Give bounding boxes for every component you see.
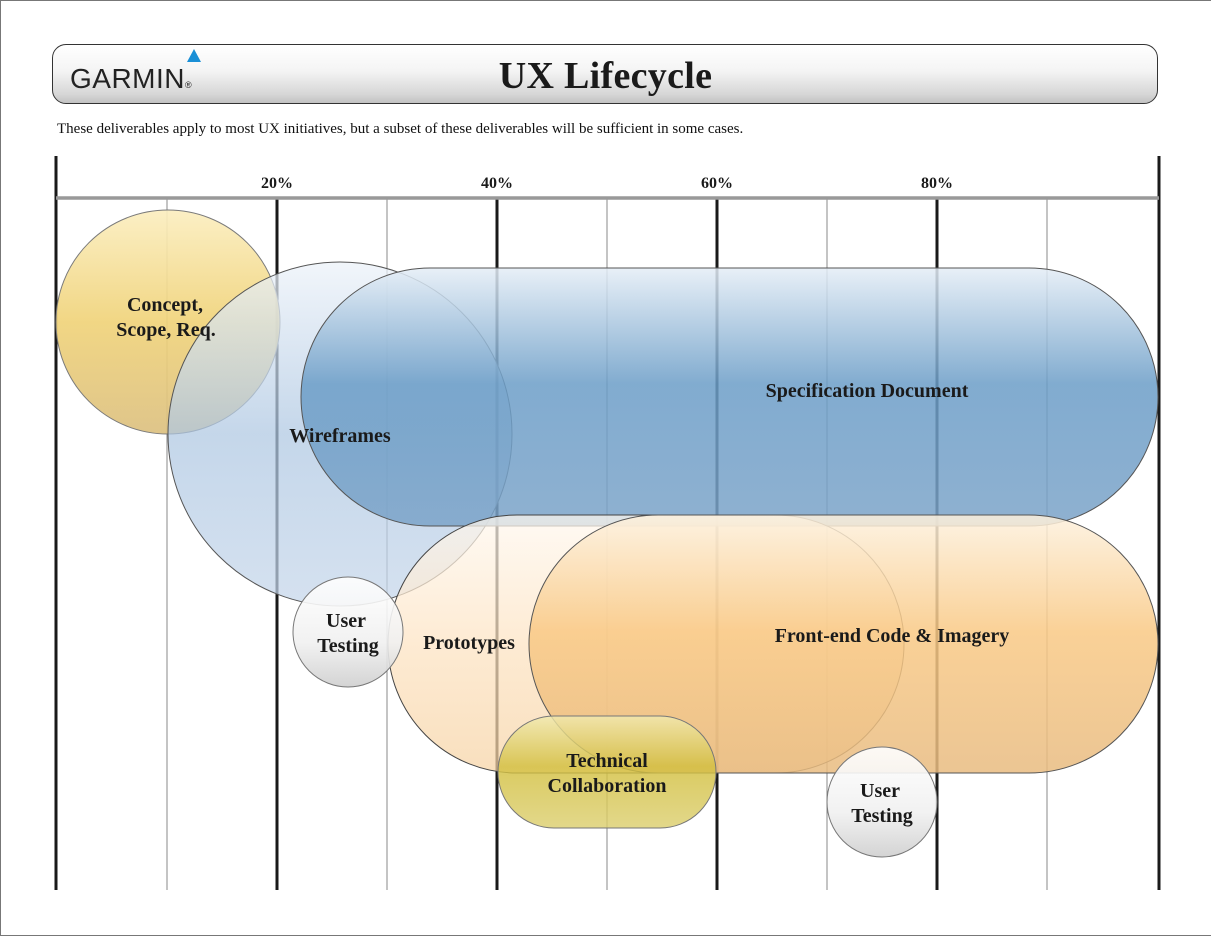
user-testing-blob-2 (826, 746, 938, 858)
front-end-code-imagery-label: Front-end Code & Imagery (775, 625, 1010, 647)
garmin-logo: GARMIN® (70, 49, 220, 99)
concept-label-line1: Concept, (127, 294, 203, 316)
technical-collaboration-blob (497, 715, 717, 829)
specification-document-blob (300, 267, 1159, 527)
tick-label-80: 80% (921, 175, 953, 192)
user-testing-2-label-line2: Testing (851, 805, 913, 827)
page-title: UX Lifecycle (498, 55, 713, 97)
garmin-triangle-icon (187, 49, 201, 62)
header-bar (52, 44, 1158, 104)
tick-label-20: 20% (261, 175, 293, 192)
tick-label-40: 40% (481, 175, 513, 192)
user-testing-1-label-line2: Testing (317, 635, 379, 657)
user-testing-2-label-line1: User (860, 780, 900, 802)
technical-collaboration-label-line1: Technical (566, 750, 648, 772)
subtitle-note: These deliverables apply to most UX init… (57, 121, 744, 137)
technical-collaboration-label-line2: Collaboration (548, 775, 667, 797)
garmin-logo-text: GARMIN® (70, 63, 193, 94)
concept-label-line2: Scope, Req. (116, 319, 215, 341)
specification-document-label: Specification Document (766, 380, 969, 402)
wireframes-label: Wireframes (289, 425, 391, 447)
prototypes-label: Prototypes (423, 632, 515, 654)
tick-label-60: 60% (701, 175, 733, 192)
user-testing-1-label-line1: User (326, 610, 366, 632)
user-testing-blob-1 (292, 576, 404, 688)
